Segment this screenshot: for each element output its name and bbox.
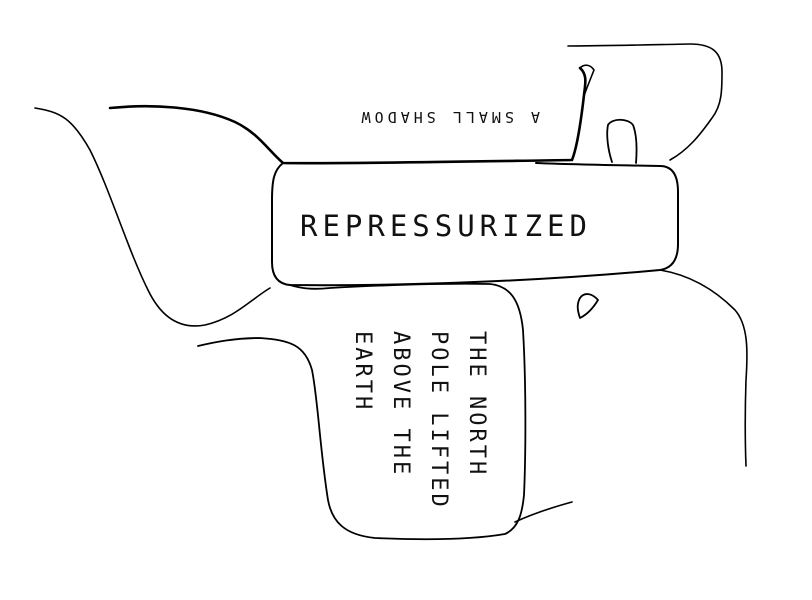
north-pole-line-3: ABOVE THE xyxy=(388,331,413,477)
small-shadow-label: A SMALL SHADOW xyxy=(358,108,540,126)
north-pole-label: THE NORTH POLE LIFTED ABOVE THE EARTH xyxy=(350,331,489,510)
north-pole-line-1: THE NORTH xyxy=(464,331,489,477)
top-right-contour xyxy=(567,43,723,161)
north-pole-line-2: POLE LIFTED xyxy=(426,331,451,510)
top-notch xyxy=(579,64,595,97)
right-contour xyxy=(659,269,748,467)
lower-right-tail xyxy=(514,501,573,523)
small-hook xyxy=(576,293,599,319)
lower-box-outline xyxy=(197,282,527,541)
left-contour-line xyxy=(34,107,271,327)
central-box-outline xyxy=(271,162,679,287)
repressurized-label: REPRESSURIZED xyxy=(300,209,592,243)
small-slot xyxy=(606,118,638,164)
north-pole-line-4: EARTH xyxy=(350,331,375,412)
